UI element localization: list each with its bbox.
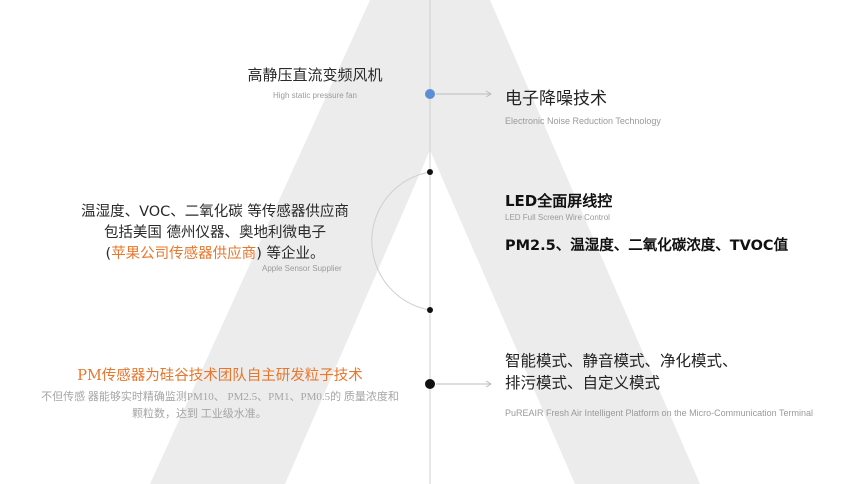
timeline-arc bbox=[371, 171, 431, 311]
pointer-arrow-3 bbox=[485, 380, 492, 388]
pm-sensor-line-1: 不但传感 器能够实时精确监测PM10、 PM2.5、PM1、PM0.5的 质量浓… bbox=[41, 391, 399, 403]
sensor-line-1: 温湿度、VOC、二氧化碳 等传感器供应商 bbox=[81, 204, 349, 220]
modes-block: 智能模式、静音模式、净化模式、 排污模式、自定义模式 PuREAIR Fresh… bbox=[505, 350, 815, 422]
noise-reduction-block: 电子降噪技术 Electronic Noise Reduction Techno… bbox=[505, 84, 661, 126]
fan-feature-block: 高静压直流变频风机 High static pressure fan bbox=[230, 64, 400, 100]
modes-subtitle: PuREAIR Fresh Air Intelligent Platform o… bbox=[505, 408, 813, 418]
pm-sensor-block: PM传感器为硅谷技术团队自主研发粒子技术 不但传感 器能够实时精确监测PM10、… bbox=[10, 364, 430, 421]
sensor-line-3-close: ) 等企业。 bbox=[256, 246, 325, 262]
led-control-block: LED全面屏线控 LED Full Screen Wire Control PM… bbox=[505, 190, 788, 255]
pm-sensor-line-2: 颗粒数，达到 工业级水准。 bbox=[132, 408, 267, 420]
modes-line-1: 智能模式、静音模式、净化模式、 bbox=[505, 352, 738, 370]
sensor-line-3: (苹果公司传感器供应商) 等企业。 bbox=[55, 244, 375, 265]
led-feature-list: PM2.5、温湿度、二氧化碳浓度、TVOC值 bbox=[505, 238, 789, 254]
fan-title: 高静压直流变频风机 bbox=[247, 66, 383, 84]
modes-line-2: 排污模式、自定义模式 bbox=[505, 374, 661, 392]
timeline-dot-top bbox=[427, 169, 433, 175]
timeline-dot-bottom bbox=[425, 379, 435, 389]
sensor-line-2: 包括美国 德州仪器、奥地利微电子 bbox=[103, 225, 327, 241]
timeline-dot-blue bbox=[425, 89, 435, 99]
led-title: LED全面屏线控 bbox=[505, 192, 613, 210]
noise-reduction-subtitle: Electronic Noise Reduction Technology bbox=[505, 116, 661, 126]
led-subtitle: LED Full Screen Wire Control bbox=[505, 213, 610, 222]
sensor-line-3-open: ( bbox=[105, 246, 112, 262]
noise-reduction-title: 电子降噪技术 bbox=[505, 89, 607, 109]
fan-subtitle: High static pressure fan bbox=[272, 91, 358, 100]
timeline-dot-mid bbox=[427, 307, 433, 313]
apple-supplier-highlight: 苹果公司传感器供应商 bbox=[111, 246, 257, 262]
pm-sensor-title: PM传感器为硅谷技术团队自主研发粒子技术 bbox=[77, 368, 363, 384]
pointer-arrow-1 bbox=[485, 90, 492, 98]
sensor-supplier-block: 温湿度、VOC、二氧化碳 等传感器供应商 包括美国 德州仪器、奥地利微电子 (苹… bbox=[55, 202, 375, 265]
sensor-subtitle: Apple Sensor Supplier bbox=[262, 264, 342, 273]
a-letter-shape bbox=[150, 0, 700, 484]
